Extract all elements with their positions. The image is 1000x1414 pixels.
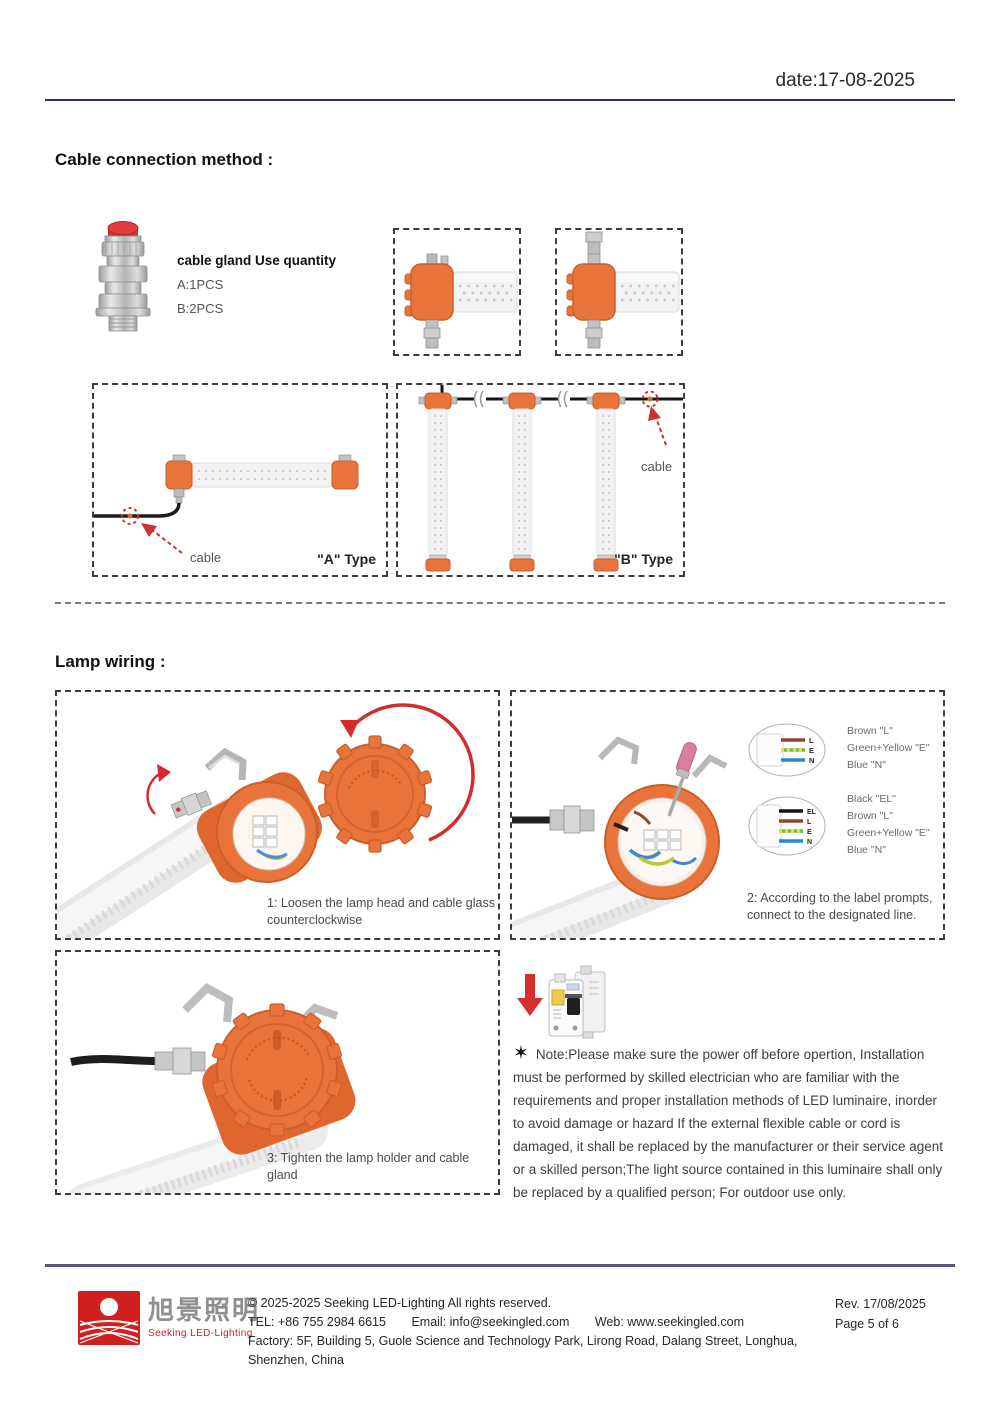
footer-contact-line: TEL: +86 755 2984 6615 Email: info@seeki… [248, 1313, 818, 1332]
gland-quantity-title: cable gland Use quantity [177, 253, 337, 268]
note-star-icon: ✶ [513, 1042, 529, 1064]
legend2-label-brown: Brown "L" [847, 810, 893, 822]
footer-rev-block: Rev. 17/08/2025 Page 5 of 6 [835, 1294, 926, 1334]
safety-note: ✶Note:Please make sure the power off bef… [513, 1042, 945, 1204]
connector-b-image [566, 231, 680, 349]
legend2-label-greenyellow: Green+Yellow "E" [847, 827, 930, 839]
type-a-label: "A" Type [317, 551, 376, 567]
footer-divider [45, 1264, 955, 1267]
cable-label-b: cable [641, 459, 672, 474]
wire-legend-4core-labels: Black "EL" Brown "L" Green+Yellow "E" Bl… [847, 791, 930, 859]
note-text: Note:Please make sure the power off befo… [513, 1047, 943, 1200]
footer-factory: Factory: 5F, Building 5, Guole Science a… [248, 1334, 798, 1367]
step2-box: L E N Brown "L" Green+Yellow "E" Blue "N… [510, 690, 945, 940]
legend1-label-greenyellow: Green+Yellow "E" [847, 742, 930, 754]
type-b-label: "B" Type [614, 551, 673, 567]
footer-tel: TEL: +86 755 2984 6615 [248, 1315, 386, 1329]
wire-legend-4core-image: EL L E N [748, 796, 826, 856]
legend2-code-n: N [807, 839, 812, 846]
footer-revision: Rev. 17/08/2025 [835, 1297, 926, 1311]
gland-quantity-block: cable gland Use quantity A:1PCS B:2PCS [177, 253, 336, 316]
wire-legend-3core-image: L E N [748, 723, 826, 777]
legend2-code-el: EL [807, 809, 817, 816]
connector-b-box [555, 228, 683, 356]
step1-image [57, 703, 475, 938]
legend2-label-black: Black "EL" [847, 793, 896, 805]
cable-gland-image [95, 221, 151, 332]
step1-box: 1: Loosen the lamp head and cable glass … [55, 690, 500, 940]
wire-legend-3core-labels: Brown "L" Green+Yellow "E" Blue "N" [847, 723, 930, 774]
cable-label-a: cable [190, 550, 221, 565]
type-a-box: cable "A" Type [92, 383, 388, 577]
type-b-box: cable "B" Type [396, 383, 685, 577]
section-separator [55, 602, 945, 604]
step1-caption: 1: Loosen the lamp head and cable glass … [267, 896, 495, 927]
step3-image [69, 983, 356, 1193]
logo-chinese-name: 旭景照明 [148, 1296, 261, 1326]
legend2-label-blue: Blue "N" [847, 844, 886, 856]
footer-copyright: © 2025-2025 Seeking LED-Lighting All rig… [248, 1296, 552, 1310]
connector-a-image [404, 253, 518, 349]
step3-box: 3: Tighten the lamp holder and cable gla… [55, 950, 500, 1195]
legend1-code-l: L [809, 736, 814, 745]
footer-info-block: © 2025-2025 Seeking LED-Lighting All rig… [248, 1294, 818, 1370]
company-logo [78, 1291, 140, 1345]
step2-image [512, 736, 728, 938]
legend1-code-e: E [809, 746, 814, 755]
footer-page-number: Page 5 of 6 [835, 1317, 899, 1331]
cable-connection-heading: Cable connection method : [55, 150, 274, 169]
step3-caption: 3: Tighten the lamp holder and cable gla… [267, 1151, 470, 1182]
type-a-diagram: cable [94, 454, 359, 565]
connector-a-box [393, 228, 521, 356]
legend1-label-blue: Blue "N" [847, 759, 886, 771]
gland-quantity-b: B:2PCS [177, 301, 224, 316]
date-label: date:17-08-2025 [775, 70, 915, 91]
legend2-code-l: L [807, 819, 812, 826]
footer-web: Web: www.seekingled.com [594, 1315, 744, 1329]
legend1-label-brown: Brown "L" [847, 725, 893, 737]
header-divider [45, 99, 955, 101]
type-b-diagram: cable [418, 385, 683, 572]
step2-caption: 2: According to the label prompts, conne… [747, 891, 933, 922]
circuit-breaker-image [517, 965, 606, 1039]
lamp-wiring-heading: Lamp wiring : [55, 652, 166, 671]
gland-quantity-a: A:1PCS [177, 277, 224, 292]
logo-english-name: Seeking LED-Lighting [148, 1328, 253, 1339]
legend1-code-n: N [809, 756, 814, 765]
logo-text-block: 旭景照明 Seeking LED-Lighting [148, 1296, 260, 1339]
footer-email: Email: info@seekingled.com [411, 1315, 570, 1329]
legend2-code-e: E [807, 829, 812, 836]
